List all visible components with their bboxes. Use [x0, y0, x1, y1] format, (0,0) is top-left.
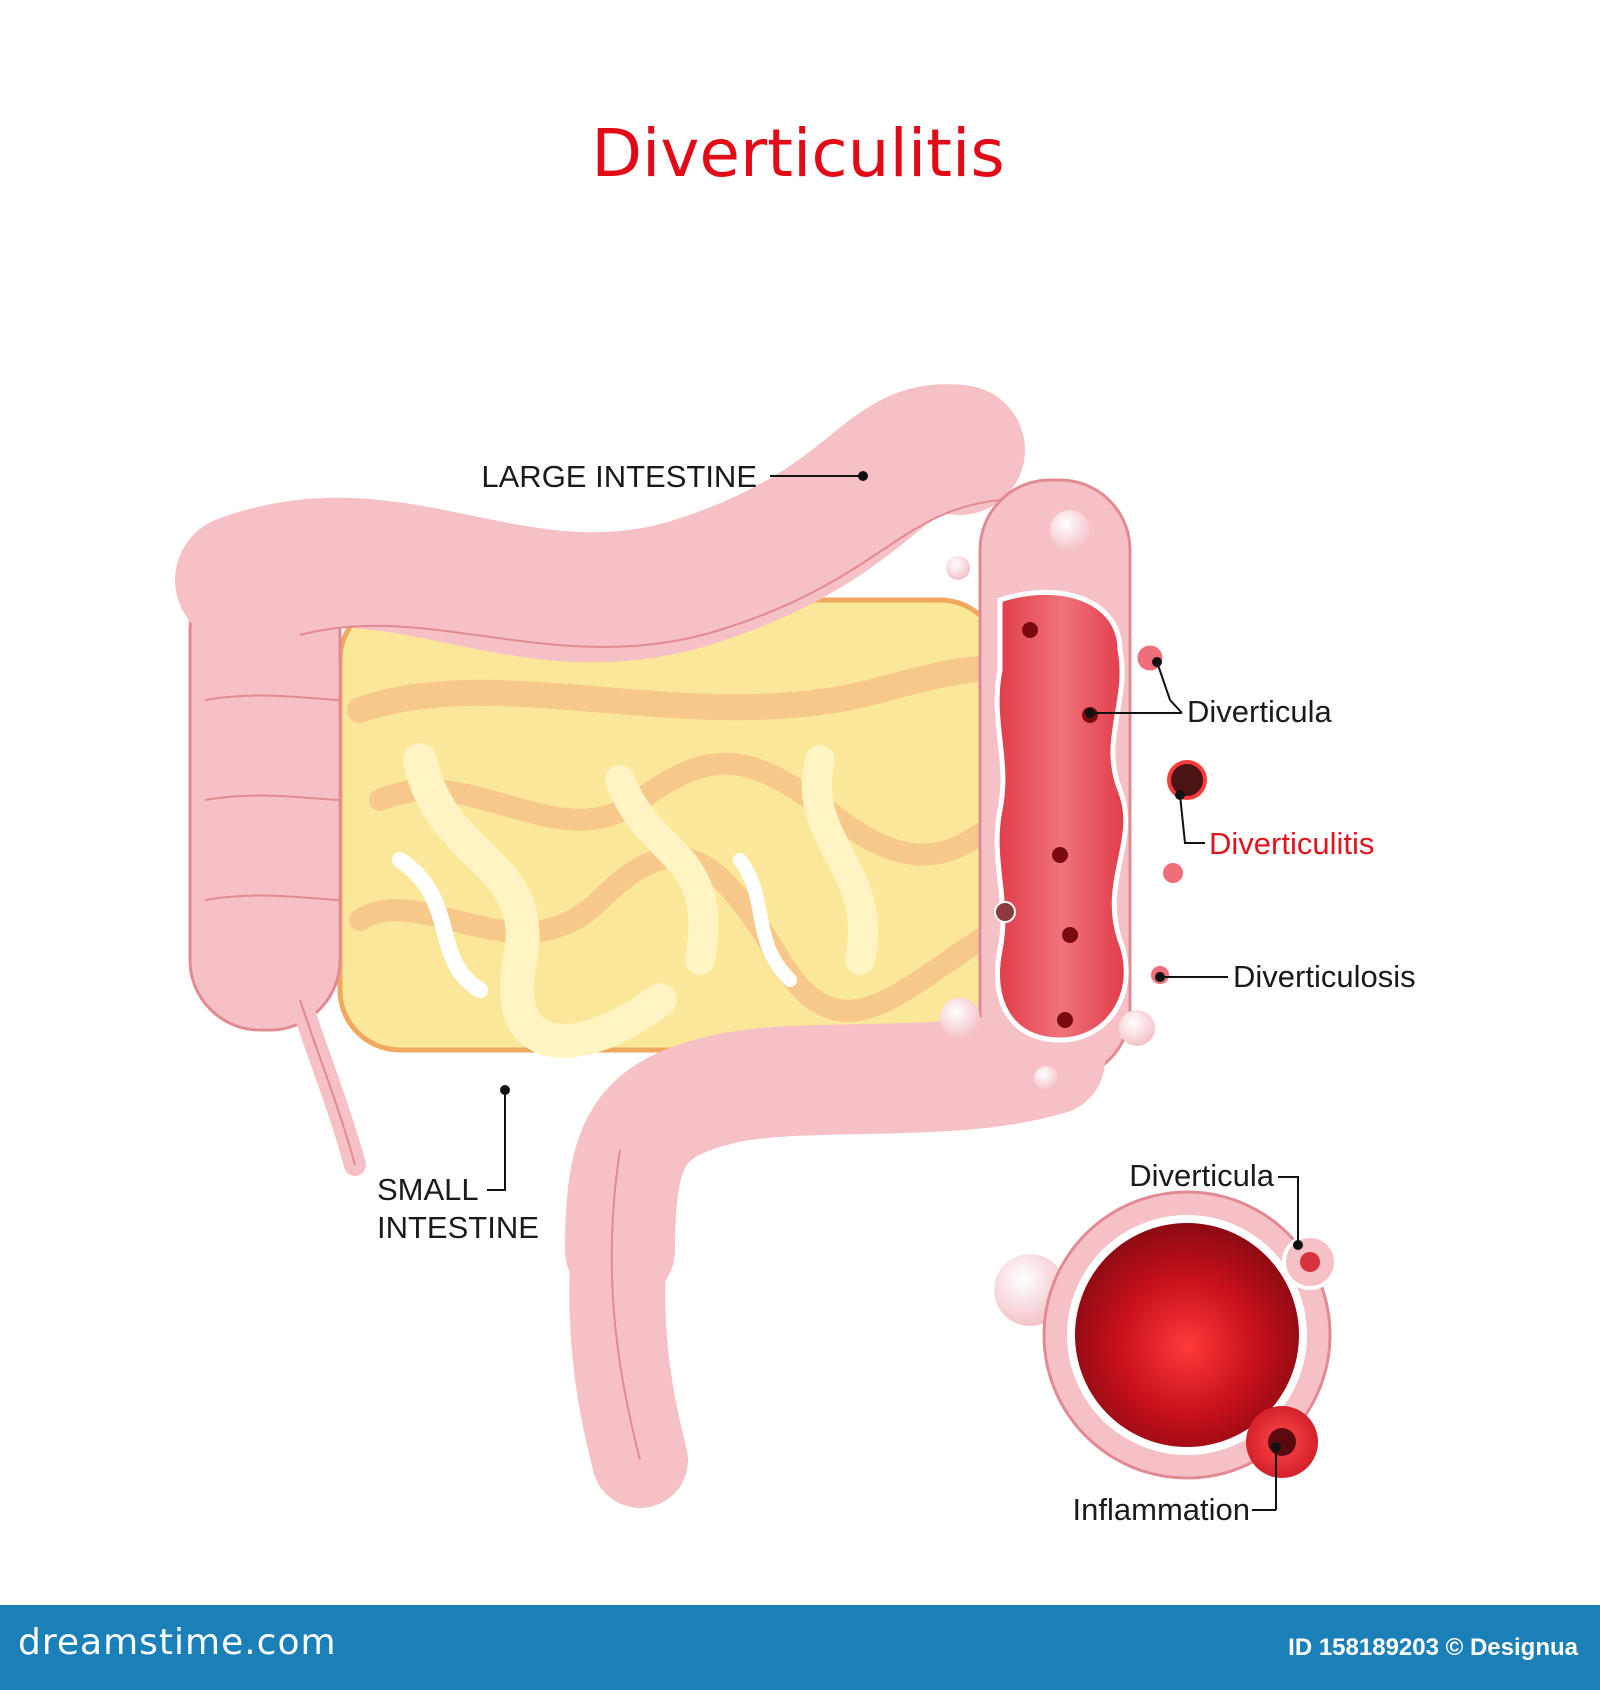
inflammation-label: Inflammation [1073, 1492, 1250, 1527]
leader-lines [487, 471, 1303, 1511]
diverticulitis-label: Diverticulitis [1209, 826, 1374, 861]
small-intestine [337, 597, 1025, 1058]
small-intestine-label-line1: SMALL [377, 1172, 479, 1207]
diverticula-label: Diverticula [1187, 694, 1332, 729]
diverticulosis-label: Diverticulosis [1233, 959, 1416, 994]
colon-cross-section [994, 589, 1129, 1043]
colon-transverse-section [994, 1190, 1338, 1480]
large-intestine-label: LARGE INTESTINE [481, 459, 757, 494]
small-intestine-label-line2: INTESTINE [377, 1210, 539, 1245]
diverticula-bulbs [940, 510, 1207, 1090]
section-diverticula-label: Diverticula [1129, 1158, 1274, 1193]
diagram-title: Diverticulitis [591, 115, 1005, 192]
footer-bar [0, 1605, 1600, 1690]
footer-site-logo[interactable]: dreamstime.com [18, 1622, 337, 1663]
footer-credit: ID 158189203 © Designua [1288, 1634, 1578, 1661]
